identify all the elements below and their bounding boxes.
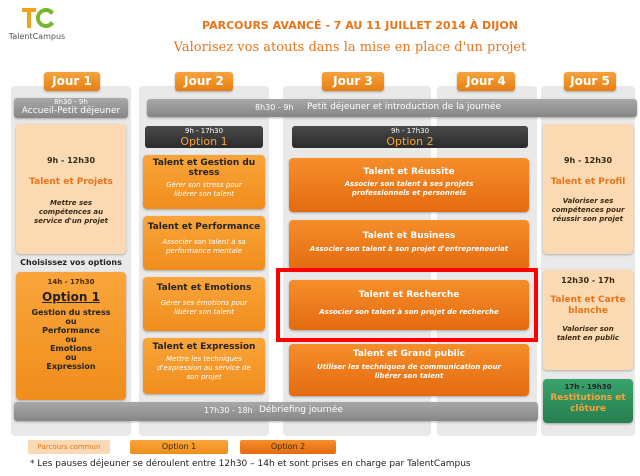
debriefing-label: Débriefing journée — [259, 405, 343, 415]
accueil-time: 8h30 - 9h — [54, 98, 88, 106]
choose-options-label: Choisissez vos options — [20, 258, 122, 267]
profil-title: Talent et Profil — [550, 177, 626, 187]
business-title: Talent et Business — [362, 231, 456, 241]
accueil-bar: 8h30 - 9h Accueil-Petit déjeuner — [14, 98, 128, 118]
grand-public-title: Talent et Grand public — [352, 349, 466, 359]
emotions-title: Talent et Emotions — [156, 283, 252, 293]
recherche-title: Talent et Recherche — [358, 290, 460, 300]
legend-parcours-commun: Parcours commun — [28, 440, 110, 454]
option1-time: 9h - 17h30 — [184, 127, 224, 135]
option1-label: Option 1 — [180, 135, 228, 148]
talent-reussite-card[interactable]: Talent et Réussite Associer son talent à… — [289, 158, 529, 212]
day1-option-title: Option 1 — [42, 290, 100, 304]
carte-desc: Valoriser son talent en public — [556, 324, 620, 342]
day1-option-line-3: ou — [65, 335, 77, 344]
tab-jour-2[interactable]: Jour 2 — [175, 72, 233, 91]
projets-desc: Mettre ses compétences au service d'un p… — [34, 199, 108, 226]
reussite-desc: Associer son talent à ses projets profes… — [344, 180, 474, 197]
grand-public-desc: Utiliser les techniques de communication… — [317, 363, 501, 380]
tab-jour-5[interactable]: Jour 5 — [564, 72, 616, 91]
legend-option-2: Option 2 — [240, 440, 336, 454]
talent-recherche-card[interactable]: Talent et Recherche Associer son talent … — [289, 280, 529, 330]
option1-header: 9h - 17h30 Option 1 — [145, 126, 263, 148]
day1-option-time: 14h - 17h30 — [47, 278, 95, 286]
talent-grand-public-card[interactable]: Talent et Grand public Utiliser les tech… — [289, 344, 529, 396]
breakfast-bar: 8h30 - 9h Petit déjeuner et introduction… — [147, 99, 637, 117]
footnote: * Les pauses déjeuner se déroulent entre… — [30, 459, 471, 469]
breakfast-label: Petit déjeuner et introduction de la jou… — [307, 102, 502, 112]
debriefing-time: 17h30 - 18h — [204, 406, 253, 415]
business-desc: Associer son talent à son projet d'entre… — [309, 245, 509, 253]
projets-time: 9h - 12h30 — [46, 156, 96, 165]
day1-option-line-0: Gestion du stress — [31, 308, 111, 317]
profil-time: 9h - 12h30 — [563, 156, 613, 165]
talent-profil-card[interactable]: 9h - 12h30 Talent et Profil Valoriser se… — [543, 124, 633, 254]
talent-emotions-card[interactable]: Talent et Emotions Gérer ses émotions po… — [143, 277, 265, 331]
day1-option-line-2: Performance — [42, 326, 100, 335]
restitution-time: 17h - 19h30 — [564, 383, 612, 391]
tab-jour-4[interactable]: Jour 4 — [457, 72, 515, 91]
logo-text: TalentCampus — [8, 32, 66, 41]
page-subtitle: Valorisez vos atouts dans la mise en pla… — [173, 40, 527, 55]
gestion-stress-title: Talent et Gestion du stress — [152, 158, 256, 178]
page-title: PARCOURS AVANCÉ - 7 AU 11 JUILLET 2014 À… — [202, 19, 518, 32]
day1-option-card[interactable]: 14h - 17h30 Option 1 Gestion du stress o… — [16, 272, 126, 400]
option2-time: 9h - 17h30 — [390, 127, 430, 135]
carte-title: Talent et Carte blanche — [550, 295, 626, 316]
debriefing-bar: 17h30 - 18h Débriefing journée — [14, 402, 538, 421]
logo: TalentCampus — [6, 4, 68, 44]
talent-performance-card[interactable]: Talent et Performance Associer son talen… — [143, 216, 265, 270]
talentcampus-logo-icon — [22, 8, 54, 28]
emotions-desc: Gérer ses émotions pour libérer son tale… — [160, 299, 248, 316]
tab-jour-3[interactable]: Jour 3 — [322, 72, 384, 91]
highlight-frame — [276, 268, 538, 342]
recherche-desc: Associer son talent à son projet de rech… — [319, 308, 499, 316]
expression-desc: Mettre les techniques d'expression au se… — [157, 355, 251, 381]
expression-title: Talent et Expression — [152, 342, 256, 352]
projets-title: Talent et Projets — [29, 177, 113, 187]
performance-desc: Associer son talent à sa performance men… — [162, 238, 246, 255]
option2-header: 9h - 17h30 Option 2 — [292, 126, 528, 148]
tab-jour-1[interactable]: Jour 1 — [44, 72, 100, 91]
restitutions-card[interactable]: 17h - 19h30 Restitutions et clôture — [543, 379, 633, 423]
breakfast-time: 8h30 - 9h — [255, 103, 294, 112]
restitution-title: Restitutions et clôture — [550, 393, 626, 414]
carte-time: 12h30 - 17h — [561, 276, 615, 285]
gestion-stress-desc: Gérer son stress pour libérer son talent — [166, 181, 242, 198]
talent-projets-card[interactable]: 9h - 12h30 Talent et Projets Mettre ses … — [16, 124, 126, 254]
option2-label: Option 2 — [386, 135, 434, 148]
day1-option-line-1: ou — [65, 317, 77, 326]
talent-carte-blanche-card[interactable]: 12h30 - 17h Talent et Carte blanche Valo… — [543, 270, 633, 370]
talent-gestion-stress-card[interactable]: Talent et Gestion du stress Gérer son st… — [143, 155, 265, 209]
talent-expression-card[interactable]: Talent et Expression Mettre les techniqu… — [143, 338, 265, 394]
day1-option-line-5: ou — [65, 353, 77, 362]
performance-title: Talent et Performance — [147, 222, 261, 232]
profil-desc: Valoriser ses compétences pour réussir s… — [551, 197, 625, 224]
talent-business-card[interactable]: Talent et Business Associer son talent à… — [289, 220, 529, 270]
accueil-label: Accueil-Petit déjeuner — [21, 106, 121, 116]
reussite-title: Talent et Réussite — [363, 167, 455, 177]
day1-option-line-4: Emotions — [50, 344, 92, 353]
day1-option-line-6: Expression — [46, 362, 96, 371]
legend-option-1: Option 1 — [130, 440, 228, 454]
